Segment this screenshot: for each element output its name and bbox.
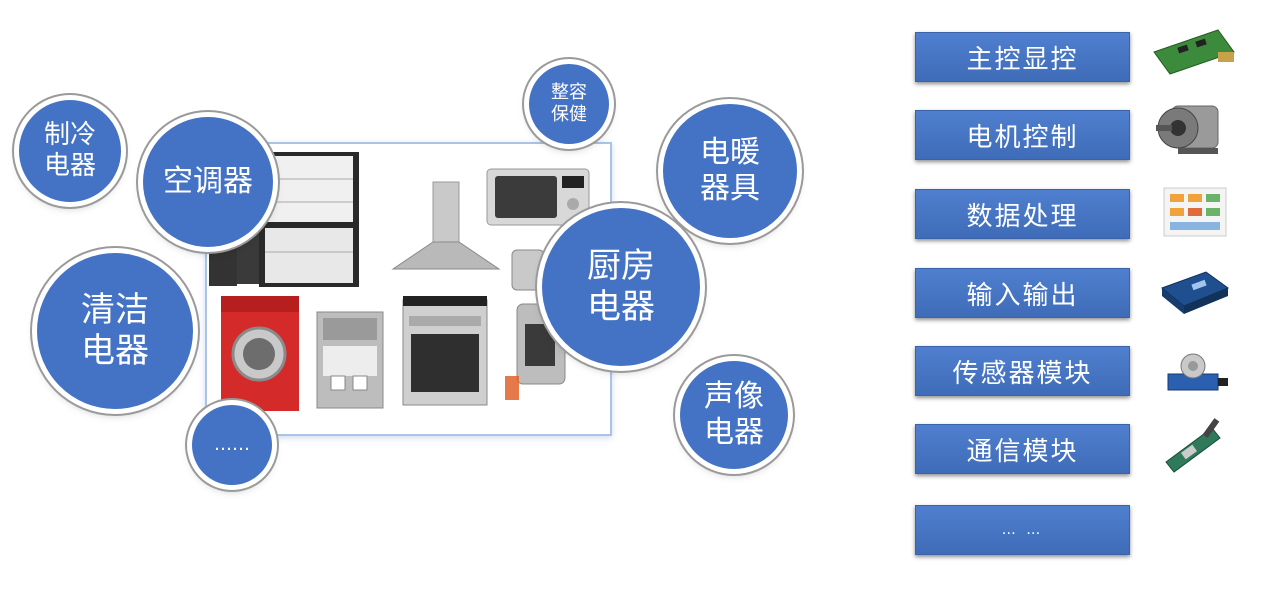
module-more: … … <box>915 505 1130 555</box>
module-main-display-control: 主控显控 <box>915 32 1130 82</box>
module-data-processing: 数据处理 <box>915 189 1130 239</box>
module-sensor: 传感器模块 <box>915 346 1130 396</box>
block-diagram-icon <box>1163 187 1227 237</box>
category-beauty-health: 整容 保健 <box>529 64 609 144</box>
category-cleaning: 清洁 电器 <box>37 253 193 409</box>
motor-icon <box>1156 105 1219 154</box>
wireless-module-icon <box>1165 418 1221 473</box>
oven-icon <box>402 296 488 406</box>
washing-machine-icon <box>221 296 299 411</box>
io-device-icon <box>1161 271 1230 314</box>
category-kitchen: 厨房 电器 <box>542 208 700 366</box>
pcb-board-icon <box>1153 29 1235 75</box>
sensor-icon <box>1167 353 1228 391</box>
category-air-conditioner: 空调器 <box>143 117 273 247</box>
range-hood-icon <box>391 181 501 270</box>
category-refrigeration: 制冷 电器 <box>19 100 121 202</box>
microwave-icon <box>486 168 590 226</box>
category-electric-heating: 电暖 器具 <box>663 104 797 238</box>
appliance-illustrations <box>209 152 590 411</box>
module-motor-control: 电机控制 <box>915 110 1130 160</box>
refrigerator-icon <box>209 152 359 287</box>
module-communication: 通信模块 <box>915 424 1130 474</box>
category-more: …… <box>192 405 272 485</box>
coffee-machine-icon <box>316 311 384 409</box>
category-audio-video: 声像 电器 <box>680 361 788 469</box>
module-io: 输入输出 <box>915 268 1130 318</box>
